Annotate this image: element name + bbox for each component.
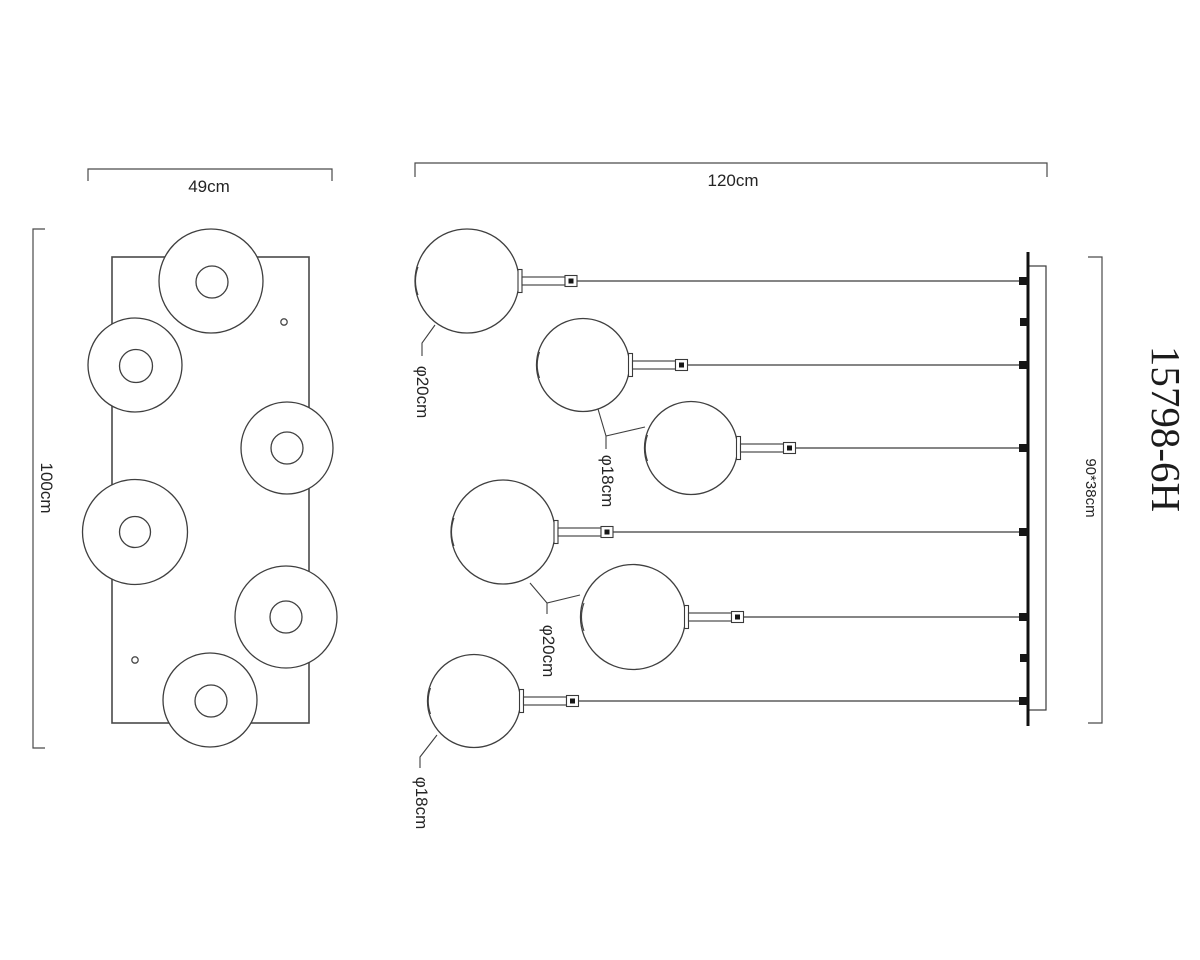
shade-top-view-2	[87, 317, 183, 413]
globe-seam	[414, 266, 419, 296]
arm-tube	[739, 443, 785, 453]
globe-assembly-1	[414, 228, 1028, 334]
width-dimension-line	[87, 168, 333, 181]
top-view-width-label: 49cm	[188, 177, 230, 196]
diameter-callout-globes4-5: φ20cm	[529, 582, 581, 678]
globe-assembly-5	[579, 563, 1028, 671]
shade-top-view-3	[240, 401, 334, 495]
globe6-diameter-label: φ18cm	[412, 777, 431, 830]
shade-inner	[269, 600, 303, 634]
arm-fitting-dot	[568, 278, 574, 284]
top-view: 49cm 100cm	[32, 168, 338, 749]
globe-assembly-4	[450, 479, 1028, 585]
globe	[535, 317, 631, 413]
globe	[426, 653, 522, 749]
shade-top-view-1	[158, 228, 264, 334]
arm-tube	[687, 612, 733, 622]
plate-nub-1	[1020, 318, 1028, 326]
arm-fitting-dot	[570, 698, 575, 704]
globe-assembly-3	[643, 400, 1028, 496]
mount-hole-1	[280, 318, 288, 326]
globes2-3-diameter-label: φ18cm	[598, 455, 617, 508]
arm-tube	[631, 360, 677, 370]
arm-tube	[522, 696, 568, 706]
plate-dimension-label: 90*38cm	[1082, 458, 1099, 517]
leader-line	[421, 324, 436, 356]
shade-top-view-5	[234, 565, 338, 669]
arm-tube	[557, 527, 602, 537]
shade-top-view-6	[162, 652, 258, 748]
arm-fitting-dot	[604, 529, 610, 535]
shade-inner	[118, 515, 152, 549]
globe-neck	[627, 352, 634, 378]
globe-seam	[644, 434, 649, 462]
leader-line	[419, 734, 438, 768]
wall-plate-body	[1027, 265, 1047, 711]
plate-fitting	[1019, 444, 1028, 452]
plate-fitting	[1019, 277, 1028, 285]
top-view-width-dimension: 49cm	[87, 168, 333, 196]
diameter-callout-globes2-3: φ18cm	[597, 408, 646, 508]
globe	[643, 400, 739, 496]
globe-neck	[553, 519, 559, 545]
shade-inner	[118, 348, 154, 384]
globe-neck	[518, 688, 525, 714]
globe	[414, 228, 520, 334]
plate-nub-2	[1020, 654, 1028, 662]
globe-neck	[683, 604, 690, 630]
top-view-height-dimension: 100cm	[32, 228, 56, 749]
arm-tube	[521, 276, 566, 286]
globe-seam	[450, 517, 455, 547]
plate-dimension: 90*38cm	[1082, 256, 1103, 724]
mount-hole-2	[131, 656, 139, 664]
height-dimension-line	[32, 228, 45, 749]
globe-seam	[580, 602, 585, 632]
plate-dimension-line	[1088, 256, 1103, 724]
plate-fitting	[1019, 697, 1028, 705]
side-view-width-dimension: 120cm	[414, 162, 1048, 190]
shade-inner	[270, 431, 304, 465]
plate-fitting	[1019, 528, 1028, 536]
product-code: 15798-6H	[1143, 346, 1189, 512]
globe-assembly-6	[426, 653, 1028, 749]
leader-line	[529, 582, 581, 604]
shade-inner	[194, 684, 228, 718]
globe	[579, 563, 687, 671]
globe1-diameter-label: φ20cm	[413, 366, 432, 419]
arm-fitting-dot	[787, 445, 792, 451]
globe	[450, 479, 556, 585]
side-view-width-label: 120cm	[707, 171, 758, 190]
top-view-height-label: 100cm	[37, 462, 56, 513]
globe-neck	[517, 268, 523, 294]
width-dimension-line	[414, 162, 1048, 177]
wall-plate	[1020, 252, 1047, 726]
leader-line	[597, 408, 646, 437]
globes4-5-diameter-label: φ20cm	[539, 625, 558, 678]
diameter-callout-globe1: φ20cm	[413, 324, 436, 419]
globe-neck	[735, 435, 742, 461]
arm-fitting-dot	[679, 362, 684, 368]
plate-fitting	[1019, 361, 1028, 369]
globe-seam	[536, 351, 541, 379]
shade-inner	[195, 265, 229, 299]
globe-seam	[427, 687, 432, 715]
arm-fitting-dot	[735, 614, 740, 620]
side-view: 120cm	[412, 162, 1103, 830]
diameter-callout-globe6: φ18cm	[412, 734, 438, 830]
plate-fitting	[1019, 613, 1028, 621]
globe-assembly-2	[535, 317, 1028, 413]
shade-top-view-4	[81, 478, 189, 586]
